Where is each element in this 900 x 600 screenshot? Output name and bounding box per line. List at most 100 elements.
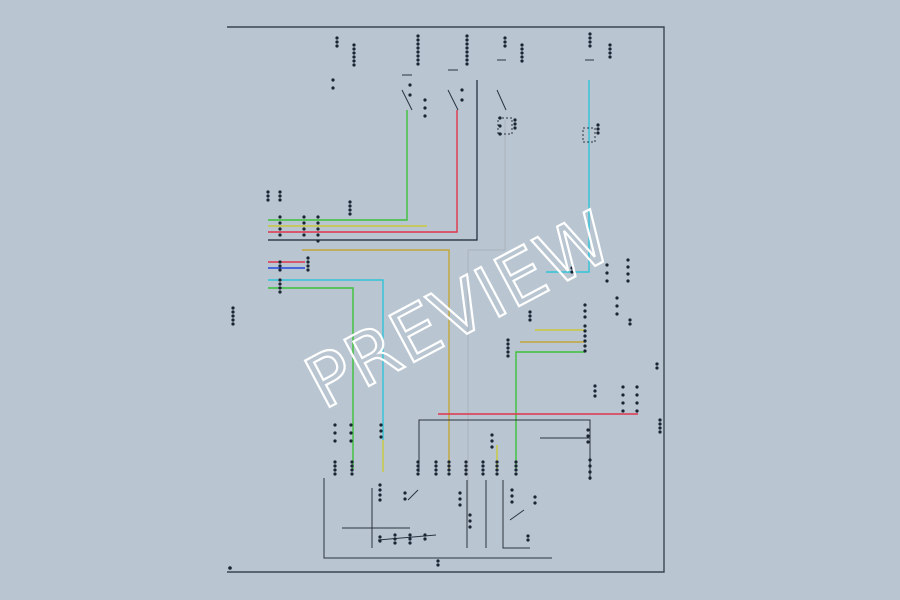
terminal-dot [316,239,320,243]
terminal-dot [465,62,469,66]
terminal-dot [593,389,597,393]
terminal-dot [408,533,412,537]
terminal-dot [436,559,440,563]
terminal-dot [316,215,320,219]
terminal-dot [528,314,532,318]
terminal-dot [465,50,469,54]
terminal-dot [316,221,320,225]
terminal-dot [506,346,510,350]
terminal-dot [608,51,612,55]
relay-coil [497,117,513,135]
terminal-dot [352,43,356,47]
terminal-dot [278,194,282,198]
terminal-dot [306,260,310,264]
terminal-dot [596,131,600,135]
terminal-dot [378,488,382,492]
terminal-dot [278,268,282,272]
terminal-dot [526,538,530,542]
terminal-dot [352,51,356,55]
terminal-dot [465,46,469,50]
terminal-dot [408,83,412,87]
terminal-dot [416,62,420,66]
terminal-dot [588,32,592,36]
terminal-dot [378,483,382,487]
terminal-dot [655,362,659,366]
terminal-dot [278,290,282,294]
terminal-dot [278,260,282,264]
cyan-wire [268,279,384,440]
terminal-dot [316,233,320,237]
terminal-dot [615,312,619,316]
terminal-dot [349,423,353,427]
terminal-dot [464,472,468,476]
terminal-dot [481,464,485,468]
terminal-dot [596,123,600,127]
terminal-dot [434,460,438,464]
terminal-dot [302,215,306,219]
terminal-dot [403,497,407,501]
terminal-dot [266,198,270,202]
terminal-dot [266,190,270,194]
terminal-dot [416,46,420,50]
terminal-dot [278,282,282,286]
terminal-dot [447,460,451,464]
relay-coil [582,127,596,143]
terminal-dot [416,472,420,476]
terminal-dot [352,55,356,59]
relay-contacts [401,59,594,111]
terminal-dot [510,494,514,498]
terminal-dot [416,54,420,58]
terminal-dot [278,278,282,282]
terminal-dot [626,258,630,262]
terminal-dot [231,322,235,326]
terminal-dot [658,418,662,422]
terminal-dot [513,122,517,126]
terminal-dot [458,503,462,507]
terminal-dot [331,86,335,90]
terminal-dot [468,513,472,517]
terminal-dot [498,116,502,120]
terminal-dot [393,537,397,541]
terminal-dot [416,50,420,54]
terminal-dot [302,227,306,231]
black-wire [268,80,478,241]
terminal-dot [481,472,485,476]
green-wire [268,110,408,221]
terminal-dot [434,468,438,472]
terminal-dot [570,266,574,270]
terminal-dot [408,541,412,545]
terminal-dot [655,366,659,370]
terminal-dot [588,470,592,474]
terminal-dot [514,464,518,468]
terminal-dot [378,493,382,497]
terminal-dot [349,431,353,435]
terminal-dot [306,264,310,268]
terminal-dot [379,423,383,427]
terminal-dot [583,329,587,333]
terminal-dot [514,468,518,472]
terminal-dot [490,445,494,449]
terminal-dot [416,58,420,62]
terminal-dot [333,472,337,476]
terminal-dot [378,539,382,543]
terminal-dot [533,495,537,499]
terminal-dot [615,304,619,308]
terminal-dot [464,460,468,464]
terminal-dot [464,464,468,468]
terminal-dot [593,384,597,388]
terminal-dot [533,501,537,505]
terminal-dot [416,34,420,38]
terminal-dot [333,431,337,435]
terminal-dot [520,59,524,63]
terminal-dot [335,40,339,44]
terminal-dot [608,55,612,59]
terminal-dot [306,268,310,272]
terminal-dot [495,472,499,476]
terminal-dot [403,491,407,495]
terminal-dot [588,476,592,480]
terminal-dot [468,519,472,523]
terminal-dot [306,256,310,260]
terminal-dot [526,534,530,538]
terminal-dot [528,318,532,322]
